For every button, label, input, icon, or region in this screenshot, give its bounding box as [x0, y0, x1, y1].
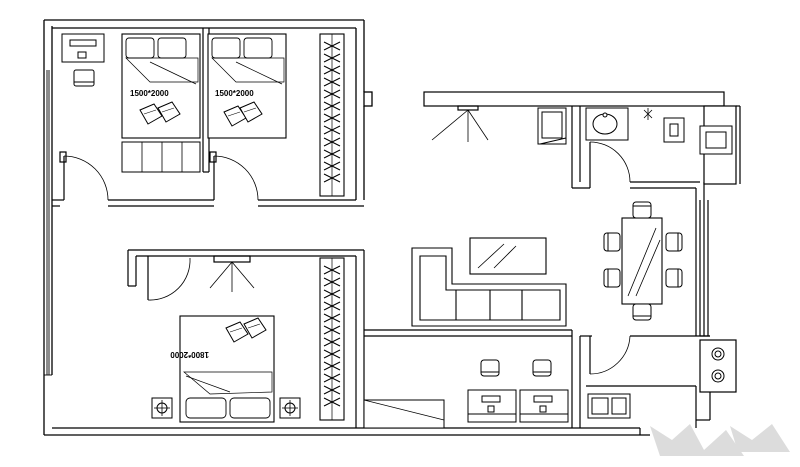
bed-2: 1500*2000 [207, 33, 287, 139]
watermark-logo [650, 424, 790, 456]
dining-table [603, 201, 683, 321]
wardrobe-upper [319, 33, 345, 197]
bed-1: 1500*2000 [121, 33, 201, 173]
tv-unit [469, 237, 547, 275]
kitchen-sink [587, 393, 631, 419]
left-window [44, 70, 52, 376]
sofa [411, 247, 567, 327]
cabinet-unit [537, 107, 567, 145]
master-bed-size-label: 1800*2000 [170, 350, 209, 359]
bed-1-size-label: 1500*2000 [130, 89, 169, 98]
nightstand-right [279, 397, 301, 419]
study-desk [61, 33, 105, 87]
study-area [363, 389, 569, 429]
study-chair-left [480, 359, 500, 377]
bed-2-size-label: 1500*2000 [215, 89, 254, 98]
exterior-walls [43, 19, 650, 436]
nightstand-left [151, 397, 173, 419]
master-bedroom [127, 249, 365, 428]
bathroom-fixtures [585, 107, 733, 155]
wardrobe-lower [319, 257, 345, 421]
stove [711, 347, 725, 383]
master-bed: 1800*2000 [170, 315, 275, 423]
study-chair-right [532, 359, 552, 377]
